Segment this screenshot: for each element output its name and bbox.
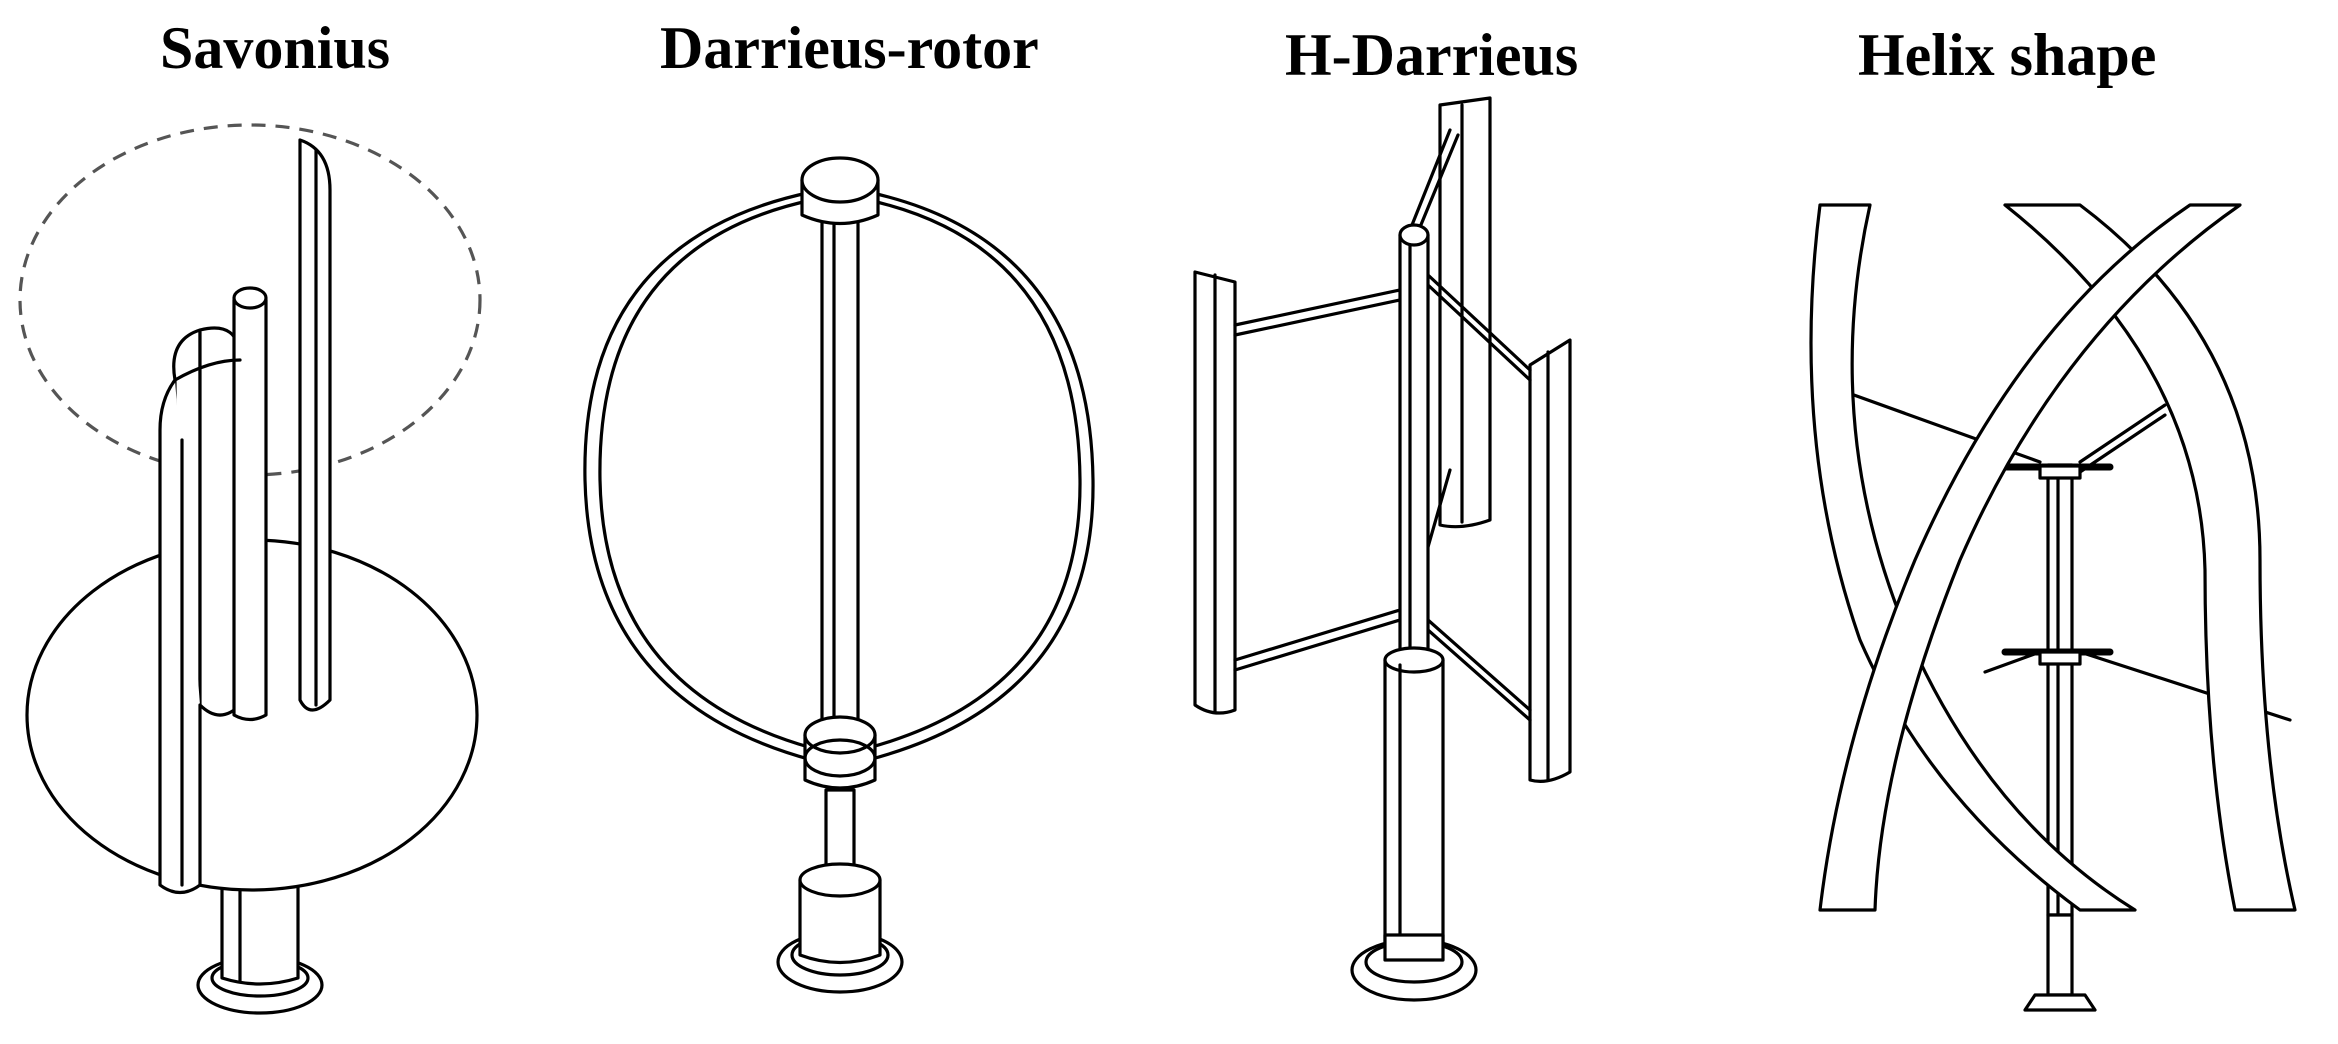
savonius-post [220, 878, 300, 986]
h-darrieus-turbine [1193, 96, 1572, 1002]
helix-base-foot [2023, 993, 2097, 1012]
savonius-turbine [18, 123, 482, 1015]
darrieus-rotor-label: Darrieus-rotor [660, 15, 1039, 81]
h-darrieus-label: H-Darrieus [1285, 22, 1579, 88]
h-darrieus-right-blade [1528, 338, 1572, 783]
darrieus-right-blade [866, 190, 1095, 762]
savonius-shaft [232, 298, 268, 722]
helix-blade-2 [2003, 203, 2297, 912]
helix-blade-1 [1809, 203, 2137, 912]
darrieus-shaft [820, 193, 860, 757]
helix-blade-3 [1818, 203, 2242, 912]
helix-shape-label: Helix shape [1858, 22, 2157, 88]
helix-shaft [2046, 463, 2074, 917]
h-darrieus-tower [1383, 658, 1445, 958]
helix-turbine [1809, 203, 2297, 1012]
h-darrieus-shaft [1398, 233, 1430, 667]
h-darrieus-back-blade [1438, 96, 1492, 529]
darrieus-rotor-turbine [583, 156, 1095, 994]
darrieus-generator [798, 878, 882, 965]
savonius-label: Savonius [160, 15, 391, 81]
darrieus-left-blade [583, 190, 814, 762]
